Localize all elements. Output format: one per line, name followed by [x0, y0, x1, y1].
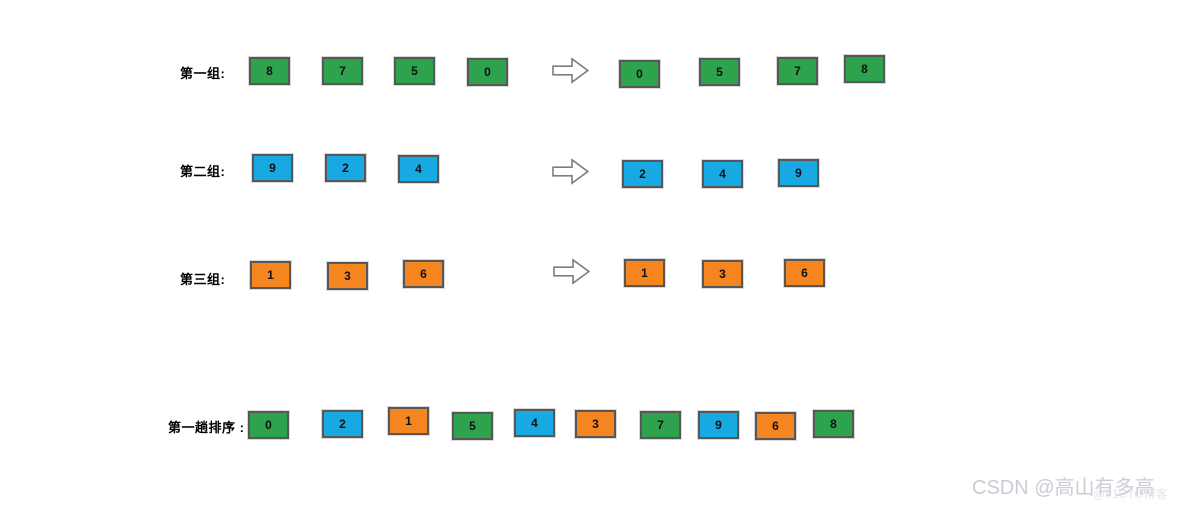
- group-2-unsorted-box: 4: [398, 155, 439, 183]
- group-2-sorted-box: 2: [622, 160, 663, 188]
- first-pass-box: 2: [322, 410, 363, 438]
- group-1-unsorted-box: 8: [249, 57, 290, 85]
- group-3-label: 第三组:: [180, 272, 226, 287]
- 51cto-watermark: @51CTO博客: [1093, 487, 1168, 501]
- first-pass-box: 8: [813, 410, 854, 438]
- group-2-sorted-box: 4: [702, 160, 743, 188]
- group-3-sorted-box: 3: [702, 260, 743, 288]
- first-pass-box: 5: [452, 412, 493, 440]
- group-1-sorted-box: 5: [699, 58, 740, 86]
- group-3-unsorted-box: 3: [327, 262, 368, 290]
- group-2-unsorted-box: 2: [325, 154, 366, 182]
- csdn-watermark: CSDN @高山有多高: [972, 477, 1155, 499]
- group-1-sorted-box: 7: [777, 57, 818, 85]
- group-3-sorted-box: 1: [624, 259, 665, 287]
- group-1-sorted-box: 0: [619, 60, 660, 88]
- first-pass-box: 9: [698, 411, 739, 439]
- group-1-label: 第一组:: [180, 66, 226, 81]
- group-1-unsorted-box: 5: [394, 57, 435, 85]
- group-2-label: 第二组:: [180, 164, 226, 179]
- first-pass-label: 第一趟排序 :: [168, 420, 245, 435]
- group-1-arrow-icon: [552, 57, 590, 84]
- group-3-unsorted-box: 6: [403, 260, 444, 288]
- group-3-sorted-box: 6: [784, 259, 825, 287]
- first-pass-box: 1: [388, 407, 429, 435]
- group-2-arrow-icon: [552, 158, 590, 185]
- group-3-unsorted-box: 1: [250, 261, 291, 289]
- first-pass-box: 6: [755, 412, 796, 440]
- first-pass-box: 3: [575, 410, 616, 438]
- group-1-unsorted-box: 0: [467, 58, 508, 86]
- first-pass-box: 4: [514, 409, 555, 437]
- group-2-unsorted-box: 9: [252, 154, 293, 182]
- group-1-sorted-box: 8: [844, 55, 885, 83]
- group-1-unsorted-box: 7: [322, 57, 363, 85]
- group-3-arrow-icon: [553, 258, 591, 285]
- first-pass-box: 7: [640, 411, 681, 439]
- group-2-sorted-box: 9: [778, 159, 819, 187]
- first-pass-box: 0: [248, 411, 289, 439]
